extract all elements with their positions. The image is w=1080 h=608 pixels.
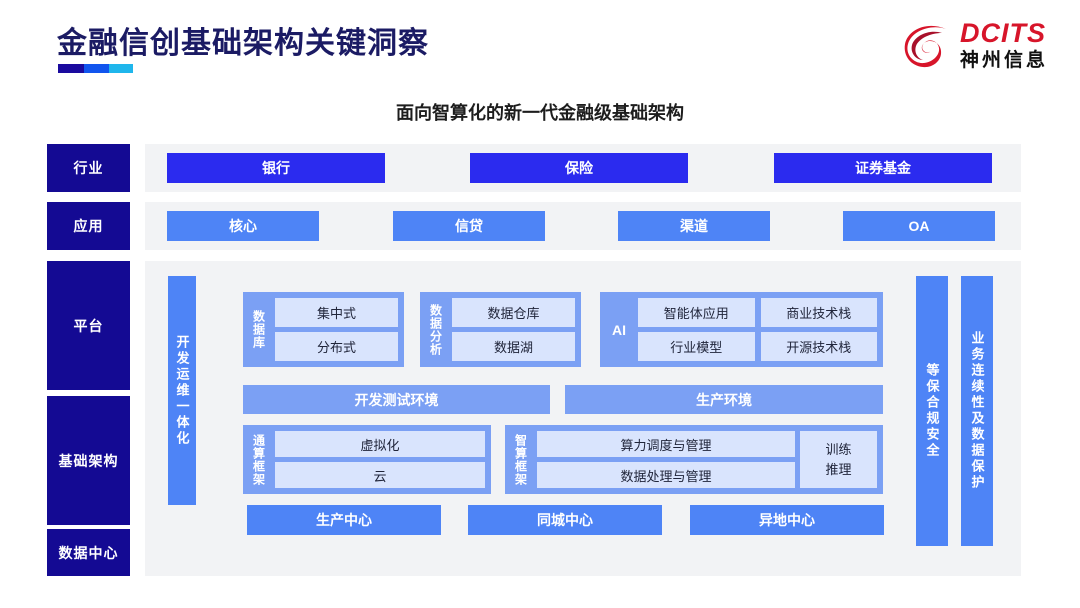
datacenter-item-same-city[interactable]: 同城中心 xyxy=(468,505,662,535)
sidebar-item-platform[interactable]: 平台 xyxy=(47,261,130,390)
group-database-label: 数据库 xyxy=(251,310,266,349)
cell-data-lake[interactable]: 数据湖 xyxy=(452,332,575,361)
cell-ai-commercial-stack[interactable]: 商业技术栈 xyxy=(760,298,877,327)
sidebar-item-infrastructure[interactable]: 基础架构 xyxy=(47,396,130,525)
cell-compute-scheduling[interactable]: 算力调度与管理 xyxy=(537,431,795,457)
datacenter-item-production[interactable]: 生产中心 xyxy=(247,505,441,535)
industry-item-securities-funds[interactable]: 证券基金 xyxy=(774,153,992,183)
vertical-bar-business-continuity[interactable]: 业务连续性及数据保护 xyxy=(961,276,993,546)
sidebar-item-datacenter[interactable]: 数据中心 xyxy=(47,529,130,576)
group-database: 数据库 集中式 分布式 xyxy=(243,292,404,367)
cell-data-warehouse[interactable]: 数据仓库 xyxy=(452,298,575,327)
application-item-credit[interactable]: 信贷 xyxy=(393,211,545,241)
cell-virtualization[interactable]: 虚拟化 xyxy=(275,431,485,457)
cell-inference-label: 推理 xyxy=(825,461,852,477)
vertical-bar-security-compliance[interactable]: 等保合规安全 xyxy=(916,276,948,546)
cell-ai-opensource-stack[interactable]: 开源技术栈 xyxy=(760,332,877,361)
application-item-channel[interactable]: 渠道 xyxy=(618,211,770,241)
group-general-compute-label: 通算框架 xyxy=(251,433,266,486)
logo-text-cn: 神州信息 xyxy=(959,50,1048,71)
cell-database-centralized[interactable]: 集中式 xyxy=(275,298,398,327)
datacenter-item-remote[interactable]: 异地中心 xyxy=(690,505,884,535)
application-item-oa[interactable]: OA xyxy=(843,211,995,241)
page-subtitle: 面向智算化的新一代金融级基础架构 xyxy=(396,103,684,123)
group-data-analysis: 数据分析 数据仓库 数据湖 xyxy=(420,292,581,367)
group-data-analysis-label: 数据分析 xyxy=(428,303,443,356)
industry-item-bank[interactable]: 银行 xyxy=(167,153,385,183)
cell-data-processing[interactable]: 数据处理与管理 xyxy=(537,462,795,488)
cell-ai-agent-application[interactable]: 智能体应用 xyxy=(638,298,755,327)
title-accent-bar xyxy=(58,64,133,73)
cell-train-inference[interactable]: 训练 推理 xyxy=(800,431,877,488)
sidebar-item-application[interactable]: 应用 xyxy=(47,202,130,250)
cell-database-distributed[interactable]: 分布式 xyxy=(275,332,398,361)
env-bar-dev-test[interactable]: 开发测试环境 xyxy=(243,385,550,414)
group-intelligent-compute-framework: 智算框架 算力调度与管理 数据处理与管理 训练 推理 xyxy=(505,425,883,494)
cell-ai-industry-model[interactable]: 行业模型 xyxy=(638,332,755,361)
application-item-core[interactable]: 核心 xyxy=(167,211,319,241)
dcits-swirl-logo-icon xyxy=(902,20,952,70)
vertical-bar-devops[interactable]: 开发运维一体化 xyxy=(168,276,196,505)
page-title: 金融信创基础架构关键洞察 xyxy=(57,27,429,60)
group-general-compute-framework: 通算框架 虚拟化 云 xyxy=(243,425,491,494)
logo-text-en: DCITS xyxy=(959,18,1046,48)
industry-item-insurance[interactable]: 保险 xyxy=(470,153,688,183)
group-ai-label: AI xyxy=(612,321,626,338)
cell-train-label: 训练 xyxy=(825,442,852,457)
cell-cloud[interactable]: 云 xyxy=(275,462,485,488)
env-bar-production[interactable]: 生产环境 xyxy=(565,385,883,414)
company-logo: DCITS 神州信息 xyxy=(902,20,1048,70)
sidebar-item-industry[interactable]: 行业 xyxy=(47,144,130,192)
group-ai: AI 智能体应用 行业模型 商业技术栈 开源技术栈 xyxy=(600,292,883,367)
group-intelligent-compute-label: 智算框架 xyxy=(513,433,528,486)
